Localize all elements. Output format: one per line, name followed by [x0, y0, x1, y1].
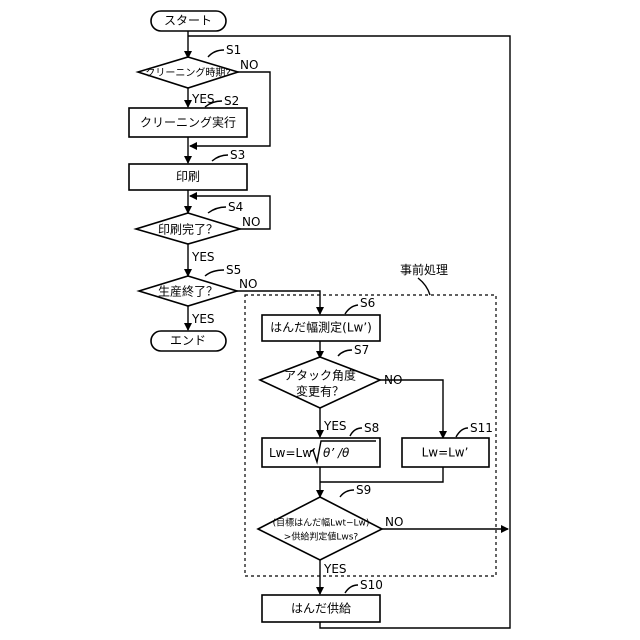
- step-label-s11: S11: [470, 421, 493, 435]
- svg-text:Lw=Lw’: Lw=Lw’: [422, 446, 469, 460]
- s4-yes-label: YES: [191, 250, 215, 264]
- s11-process: Lw=Lw’: [402, 438, 489, 467]
- svg-text:クリーニング実行: クリーニング実行: [140, 115, 236, 130]
- s7-decision: アタック角度 変更有？: [260, 357, 380, 408]
- svg-text:(目標はんだ幅Lwt−Lw): (目標はんだ幅Lwt−Lw): [273, 517, 370, 529]
- svg-text:>供給判定値Lws?: >供給判定値Lws?: [284, 531, 359, 543]
- step-label-s1: S1: [226, 43, 241, 57]
- svg-text:はんだ幅測定(Lw’): はんだ幅測定(Lw’): [270, 320, 372, 335]
- s4-no-label: NO: [242, 215, 260, 229]
- start-terminal: スタート: [151, 11, 226, 31]
- s8-formula-left: Lw=Lw’: [269, 446, 316, 460]
- step-label-s9: S9: [356, 483, 371, 497]
- group-label: 事前処理: [400, 262, 448, 277]
- step-label-s7: S7: [354, 343, 369, 357]
- svg-text:印刷: 印刷: [176, 170, 200, 184]
- s2-process: クリーニング実行: [129, 108, 247, 137]
- s6-process: はんだ幅測定(Lw’): [262, 315, 380, 341]
- svg-text:スタート: スタート: [164, 14, 212, 28]
- svg-text:クリーニング時期?: クリーニング時期?: [145, 66, 230, 79]
- step-label-s4: S4: [228, 200, 243, 214]
- step-label-s5: S5: [226, 263, 241, 277]
- step-label-s2: S2: [224, 94, 239, 108]
- svg-text:印刷完了？: 印刷完了？: [158, 222, 218, 237]
- s5-no-label: NO: [239, 277, 257, 291]
- s5-decision: 生産終了？: [139, 276, 237, 306]
- s7-yes-label: YES: [323, 419, 347, 433]
- svg-text:エンド: エンド: [170, 334, 206, 348]
- svg-text:アタック角度: アタック角度: [284, 368, 356, 383]
- step-label-s8: S8: [364, 421, 379, 435]
- s3-process: 印刷: [129, 164, 247, 190]
- svg-text:変更有？: 変更有？: [296, 384, 344, 399]
- svg-text:はんだ供給: はんだ供給: [291, 602, 351, 616]
- s4-decision: 印刷完了？: [136, 213, 240, 244]
- s1-yes-label: YES: [191, 92, 215, 106]
- s1-decision: クリーニング時期?: [138, 57, 238, 88]
- step-label-s3: S3: [230, 148, 245, 162]
- group-leader: [418, 278, 430, 295]
- s9-no-label: NO: [385, 515, 403, 529]
- s7-no-label: NO: [384, 373, 402, 387]
- end-terminal: エンド: [151, 331, 226, 351]
- s9-yes-label: YES: [323, 562, 347, 576]
- s5-yes-label: YES: [191, 312, 215, 326]
- s8-process: Lw=Lw’ θ’ /θ: [262, 438, 380, 467]
- s10-process: はんだ供給: [262, 595, 380, 622]
- step-label-s10: S10: [360, 578, 383, 592]
- step-label-s6: S6: [360, 296, 375, 310]
- svg-text:生産終了？: 生産終了？: [158, 284, 218, 299]
- s1-no-label: NO: [240, 58, 258, 72]
- s8-formula-root: θ’ /θ: [323, 446, 350, 460]
- s9-decision: (目標はんだ幅Lwt−Lw) >供給判定値Lws?: [258, 497, 382, 560]
